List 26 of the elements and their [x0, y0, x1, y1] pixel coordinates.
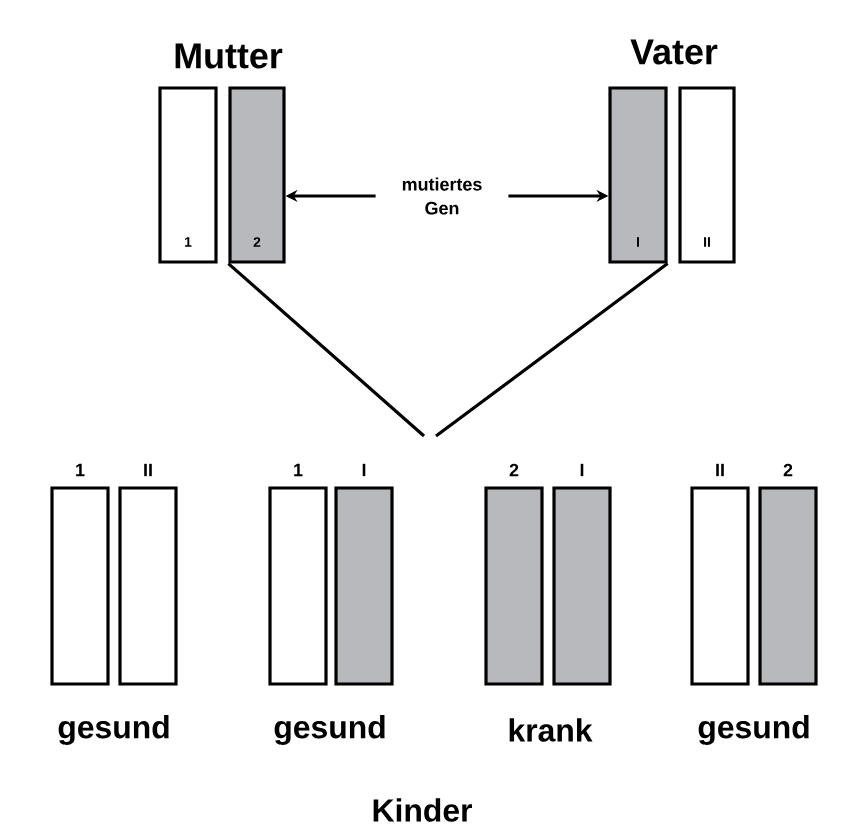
- node-label: 1: [294, 463, 303, 477]
- chromosome-bar: 2: [758, 463, 818, 686]
- status-label: gesund: [698, 715, 809, 745]
- node-label: II: [716, 463, 724, 477]
- node-label: II: [144, 463, 152, 477]
- status-label: krank: [509, 718, 593, 742]
- title-text: Vater: [630, 39, 718, 65]
- title-text: Kinder: [373, 798, 472, 822]
- connector-line: [227, 262, 426, 438]
- connector-line: [435, 262, 669, 438]
- node-label: I: [362, 463, 366, 477]
- chromosome-bar: II: [118, 463, 178, 686]
- chromosome-bar: 1: [268, 463, 328, 686]
- node-label: I: [580, 463, 584, 477]
- chromosome-bar: I: [552, 463, 612, 686]
- chromosome-bar: 1: [50, 463, 110, 686]
- chromosome-bar: II: [690, 463, 750, 686]
- status-label: gesund: [274, 715, 385, 745]
- title-text: Mutter: [175, 43, 283, 69]
- node-label: 1: [76, 463, 85, 477]
- status-label: gesund: [58, 715, 169, 745]
- chromosome-bar: I: [334, 463, 394, 686]
- annotation-text: mutiertes Gen: [402, 177, 482, 215]
- node-label: 2: [783, 463, 793, 477]
- node-label: 2: [509, 463, 519, 477]
- chromosome-bar: 2: [484, 463, 544, 686]
